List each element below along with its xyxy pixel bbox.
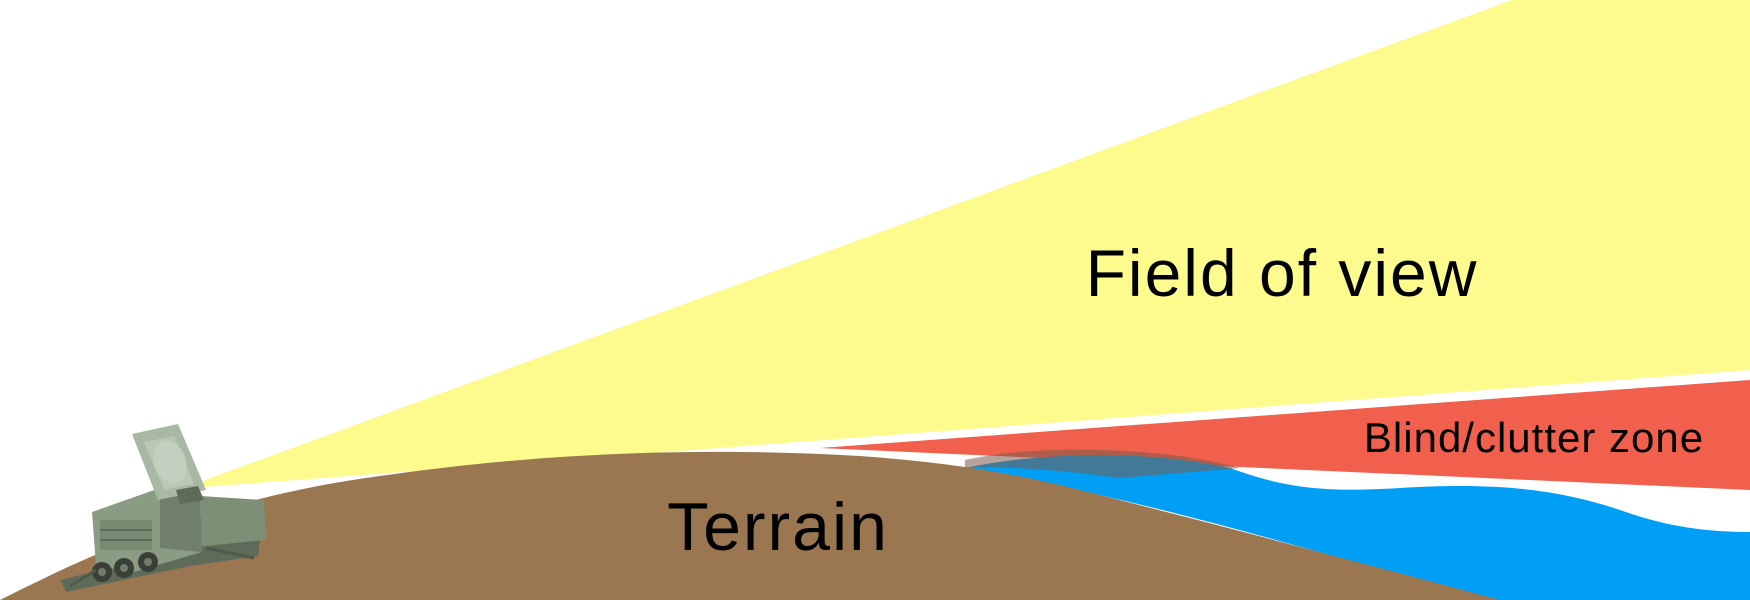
radar-truck-icon bbox=[60, 424, 266, 592]
terrain-hill bbox=[0, 451, 1500, 600]
terrain-label: Terrain bbox=[667, 489, 889, 565]
field-of-view-label: Field of view bbox=[1086, 236, 1479, 310]
terrain-shadow-region bbox=[965, 455, 1750, 600]
blind-clutter-zone bbox=[820, 380, 1750, 490]
field-of-view-beam bbox=[178, 0, 1750, 490]
blind-clutter-zone-label: Blind/clutter zone bbox=[1364, 414, 1704, 461]
clutter-overlap bbox=[965, 449, 1240, 478]
